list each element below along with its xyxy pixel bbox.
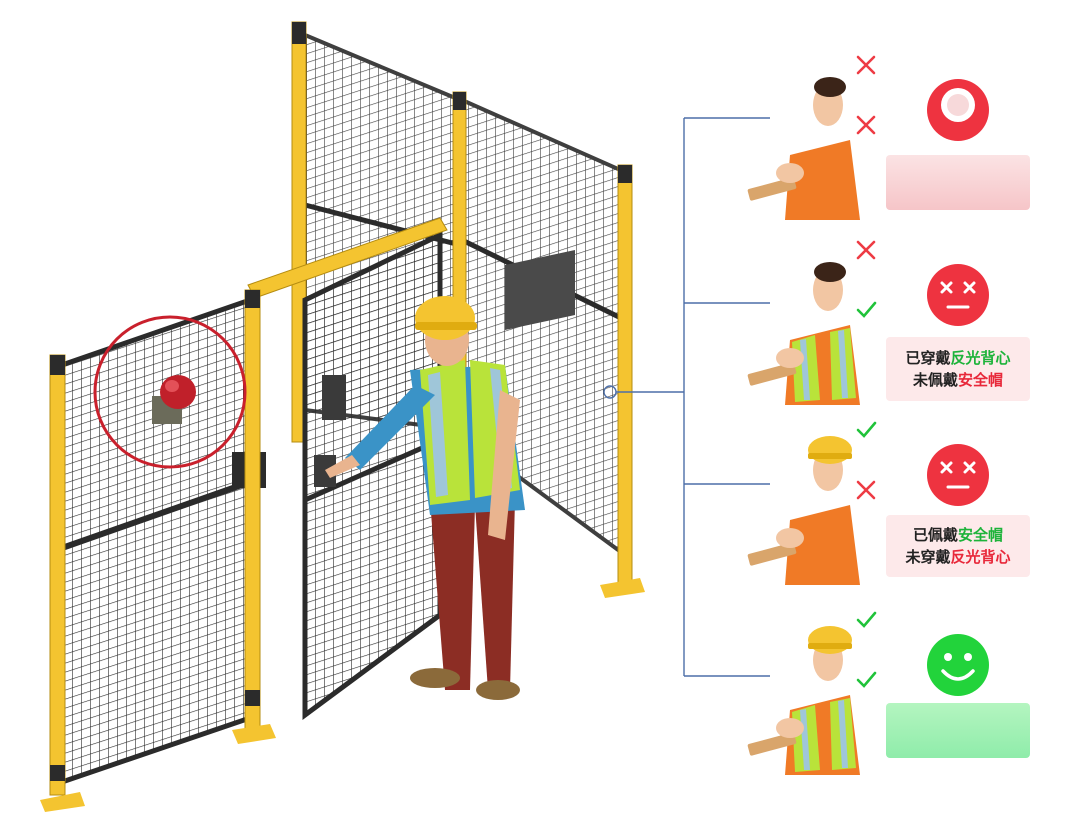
alarm-light-icon [927,79,989,141]
cross-icon [856,115,876,135]
status-item: 安全帽 [958,371,1004,389]
fence-post [244,289,261,731]
small-worker [747,77,860,220]
happy-face-icon [927,634,989,696]
status-prefix: 已佩戴 [912,526,958,544]
small-worker [747,626,860,775]
door-lock [314,455,336,487]
status-item: 反光背心 [950,349,1011,367]
cross-icon [856,480,876,500]
status-line: 已穿戴反光背心 [905,347,1010,369]
status-prefix: 已穿戴 [905,349,951,367]
alarm-light-icon [152,375,196,424]
status-panel-2: 已穿戴反光背心 未佩戴安全帽 [886,337,1030,401]
status-line: 未佩戴安全帽 [913,369,1003,391]
status-item: 安全帽 [958,526,1004,544]
status-row [747,55,989,220]
fence-post [49,354,66,796]
status-item: 反光背心 [950,548,1011,566]
status-panel-3: 已佩戴安全帽 未穿戴反光背心 [886,515,1030,577]
check-icon [856,421,877,438]
small-worker [747,436,860,585]
status-prefix: 未穿戴 [905,548,951,566]
check-icon [856,301,877,318]
sign-plate [505,250,575,330]
sad-face-icon [927,264,989,326]
connector-lines [603,117,770,677]
cross-icon [856,240,876,260]
sad-face-icon [927,444,989,506]
status-panel-4 [886,703,1030,758]
status-row [747,611,989,775]
cross-icon [856,55,876,75]
status-row [747,421,989,585]
status-panel-1 [886,155,1030,210]
status-row [747,240,989,405]
small-worker [747,262,860,405]
main-worker [325,296,525,700]
status-prefix: 未佩戴 [912,371,958,389]
status-line: 未穿戴反光背心 [905,546,1010,568]
safety-fence [40,21,645,812]
fence-post [617,164,633,586]
status-line: 已佩戴安全帽 [913,524,1003,546]
door-handle-box [322,375,346,420]
check-icon [856,611,877,628]
highlight-circle [93,315,247,469]
check-icon [856,671,877,688]
